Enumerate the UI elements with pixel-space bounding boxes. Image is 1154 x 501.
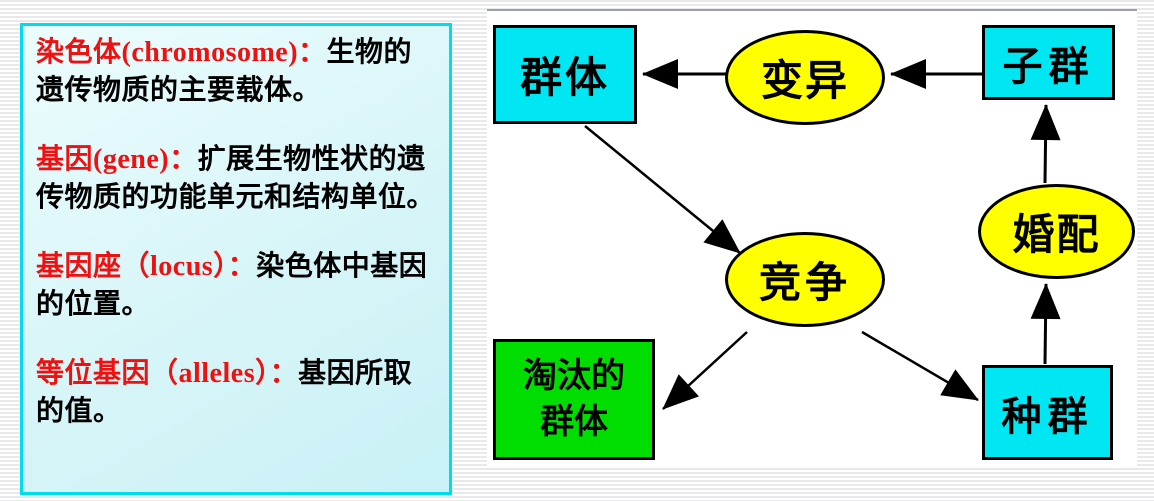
term-locus: 基因座（locus）：	[36, 251, 257, 282]
definition-chromosome-text: 生物的遗传物质的主要载体。	[36, 37, 413, 106]
definition-locus-text: 染色体中基因的位置。	[36, 251, 428, 320]
arrow-population-to-competition	[584, 125, 741, 254]
definition-chromosome: 染色体(chromosome)：生物的遗传物质的主要载体。	[36, 34, 439, 110]
node-competition: 竞争	[725, 232, 885, 327]
node-population-label: 群体	[519, 56, 610, 102]
node-mating-label: 婚配	[1012, 213, 1101, 259]
node-eliminated-label-line2: 群体	[540, 403, 608, 441]
definitions-panel: 染色体(chromosome)：生物的遗传物质的主要载体。 基因(gene)：扩…	[20, 23, 452, 495]
node-population: 群体	[493, 25, 637, 124]
term-gene: 基因(gene)：	[36, 144, 198, 175]
node-variation-label: 变异	[760, 59, 849, 105]
arrow-selected-to-mating	[1030, 283, 1061, 365]
node-variation: 变异	[725, 30, 885, 125]
node-selected-group-label: 种群	[1001, 393, 1094, 439]
node-selected-group: 种群	[982, 365, 1113, 460]
node-subgroup: 子群	[982, 25, 1115, 100]
definition-alleles-text: 基因所取的值。	[36, 358, 413, 427]
arrow-competition-to-eliminated	[662, 331, 748, 410]
node-mating: 婚配	[978, 184, 1135, 279]
node-eliminated-population: 淘汰的 群体	[493, 339, 655, 460]
node-subgroup-label: 子群	[1002, 43, 1095, 89]
flow-diagram: 群体 变异 子群 婚配 竞争 种群 淘汰的 群体	[487, 9, 1137, 467]
arrow-competition-to-selected	[861, 330, 979, 402]
definition-alleles: 等位基因（alleles）：基因所取的值。	[36, 355, 439, 431]
definition-locus: 基因座（locus）：染色体中基因的位置。	[36, 248, 439, 324]
definition-gene: 基因(gene)：扩展生物性状的遗传物质的功能单元和结构单位。	[36, 141, 439, 217]
node-competition-label: 竞争	[758, 261, 851, 307]
node-eliminated-label-line1: 淘汰的	[523, 357, 625, 395]
term-chromosome: 染色体(chromosome)：	[36, 37, 327, 68]
definition-gene-text: 扩展生物性状的遗传物质的功能单元和结构单位。	[36, 144, 436, 213]
term-alleles: 等位基因（alleles）：	[36, 358, 299, 389]
arrow-mating-to-subgroup	[1030, 104, 1061, 184]
